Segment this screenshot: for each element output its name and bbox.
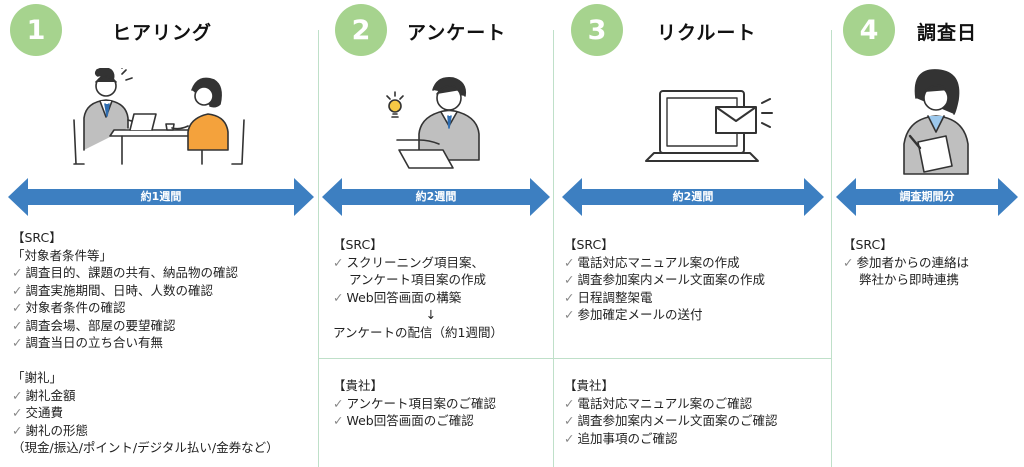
check-icon: ✓ (333, 289, 344, 305)
column-divider-2 (553, 30, 554, 467)
list-item: ✓調査当日の立ち合い有無 (12, 335, 163, 350)
column-divider-1 (318, 30, 319, 467)
check-icon: ✓ (333, 254, 344, 270)
check-icon: ✓ (564, 254, 575, 270)
step-3-title: リクルート (657, 22, 757, 44)
col2-delivery: アンケートの配信（約1週間） (333, 324, 503, 340)
duration-label-4: 調査期間分 (899, 190, 955, 203)
list-item: ✓交通費 (12, 405, 63, 420)
col3-src-block: 【SRC】 ✓電話対応マニュアル案の作成 ✓調査参加案内メール文面案の作成 ✓日… (564, 236, 765, 324)
col4-src-header: 【SRC】 (843, 237, 893, 252)
check-icon: ✓ (843, 254, 854, 270)
duration-arrow-3: 約2週間 (562, 178, 824, 216)
step-2-header: 2 アンケート (335, 4, 555, 60)
col1-reward-block: 「謝礼」 ✓謝礼金額 ✓交通費 ✓謝礼の形態 （現金/振込/ポイント/デジタル払… (12, 369, 279, 457)
list-item: ✓追加事項のご確認 (564, 430, 678, 446)
list-item: ✓Web回答画面の構築 (333, 289, 462, 305)
col2-client-block: 【貴社】 ✓アンケート項目案のご確認 ✓Web回答画面のご確認 (333, 377, 496, 430)
list-item: ✓調査参加案内メール文面案の作成 (564, 272, 765, 287)
list-item: ✓謝礼金額 (12, 387, 76, 403)
laptop-mail-illustration (640, 85, 780, 179)
check-icon: ✓ (12, 405, 23, 420)
col1-group2-note: （現金/振込/ポイント/デジタル払い/金券など） (12, 440, 279, 455)
list-item-continued: アンケート項目案の作成 (349, 272, 487, 287)
duration-label-3: 約2週間 (672, 190, 714, 203)
col3-src-header: 【SRC】 (564, 237, 614, 252)
list-item: ✓対象者条件の確認 (12, 300, 126, 315)
check-icon: ✓ (333, 395, 344, 411)
step-1-number: 1 (10, 4, 62, 56)
check-icon: ✓ (12, 265, 23, 280)
list-item: ✓参加者からの連絡は (843, 254, 969, 270)
list-item: ✓スクリーニング項目案、 (333, 254, 484, 270)
check-icon: ✓ (564, 430, 575, 446)
list-item: ✓アンケート項目案のご確認 (333, 395, 496, 411)
woman-notebook-illustration (880, 66, 990, 180)
check-icon: ✓ (564, 289, 575, 305)
list-item: ✓日程調整架電 (564, 289, 653, 305)
col1-group2-header: 「謝礼」 (12, 370, 63, 385)
duration-label-1: 約1週間 (140, 190, 182, 203)
check-icon: ✓ (564, 307, 575, 322)
duration-label-2: 約2週間 (415, 190, 457, 203)
step-3-header: 3 リクルート (571, 4, 811, 60)
col1-group1-header: 「対象者条件等」 (12, 247, 113, 263)
check-icon: ✓ (12, 317, 23, 333)
check-icon: ✓ (564, 413, 575, 428)
check-icon: ✓ (564, 395, 575, 411)
list-item: ✓調査参加案内メール文面案のご確認 (564, 413, 778, 428)
col3-client-header: 【貴社】 (564, 378, 615, 393)
col2-src-block: 【SRC】 ✓スクリーニング項目案、 アンケート項目案の作成 ✓Web回答画面の… (333, 236, 529, 341)
list-item: ✓電話対応マニュアル案の作成 (564, 254, 740, 270)
check-icon: ✓ (12, 335, 23, 350)
step-4-number: 4 (843, 4, 895, 56)
list-item: ✓電話対応マニュアル案のご確認 (564, 395, 753, 411)
step-2-number: 2 (335, 4, 387, 56)
check-icon: ✓ (12, 387, 23, 403)
col1-src-block: 【SRC】 「対象者条件等」 ✓調査目的、課題の共有、納品物の確認 ✓調査実施期… (12, 229, 238, 352)
step-3-number: 3 (571, 4, 623, 56)
step-4-header: 4 調査日 (843, 4, 1013, 60)
step-1-header: 1 ヒアリング (10, 4, 310, 60)
duration-arrow-4: 調査期間分 (836, 178, 1018, 216)
col2-src-header: 【SRC】 (333, 237, 383, 252)
interview-illustration (70, 65, 250, 182)
duration-arrow-2: 約2週間 (322, 178, 550, 216)
list-item: ✓調査目的、課題の共有、納品物の確認 (12, 265, 238, 280)
duration-arrow-1: 約1週間 (8, 178, 314, 216)
list-item: ✓調査会場、部屋の要望確認 (12, 317, 176, 333)
row-divider-3 (553, 358, 831, 359)
col2-client-header: 【貴社】 (333, 378, 384, 393)
step-1-title: ヒアリング (112, 22, 213, 44)
check-icon: ✓ (564, 272, 575, 287)
col4-src-block: 【SRC】 ✓参加者からの連絡は 弊社から即時連携 (843, 236, 969, 289)
step-2-title: アンケート (407, 22, 507, 44)
list-item: ✓謝礼の形態 (12, 422, 88, 438)
step-4-title: 調査日 (917, 22, 978, 44)
down-arrow-icon: ↓ (425, 307, 437, 322)
check-icon: ✓ (333, 413, 344, 428)
column-divider-3 (831, 30, 832, 467)
check-icon: ✓ (12, 282, 23, 298)
laptop-man-illustration (385, 70, 495, 184)
col3-client-block: 【貴社】 ✓電話対応マニュアル案のご確認 ✓調査参加案内メール文面案のご確認 ✓… (564, 377, 778, 447)
check-icon: ✓ (12, 300, 23, 315)
col1-src-header: 【SRC】 (12, 230, 62, 245)
row-divider-2 (318, 358, 553, 359)
list-item-continued: 弊社から即時連携 (859, 272, 960, 287)
list-item: ✓調査実施期間、日時、人数の確認 (12, 282, 213, 298)
list-item: ✓参加確定メールの送付 (564, 307, 703, 322)
list-item: ✓Web回答画面のご確認 (333, 413, 474, 428)
check-icon: ✓ (12, 422, 23, 438)
